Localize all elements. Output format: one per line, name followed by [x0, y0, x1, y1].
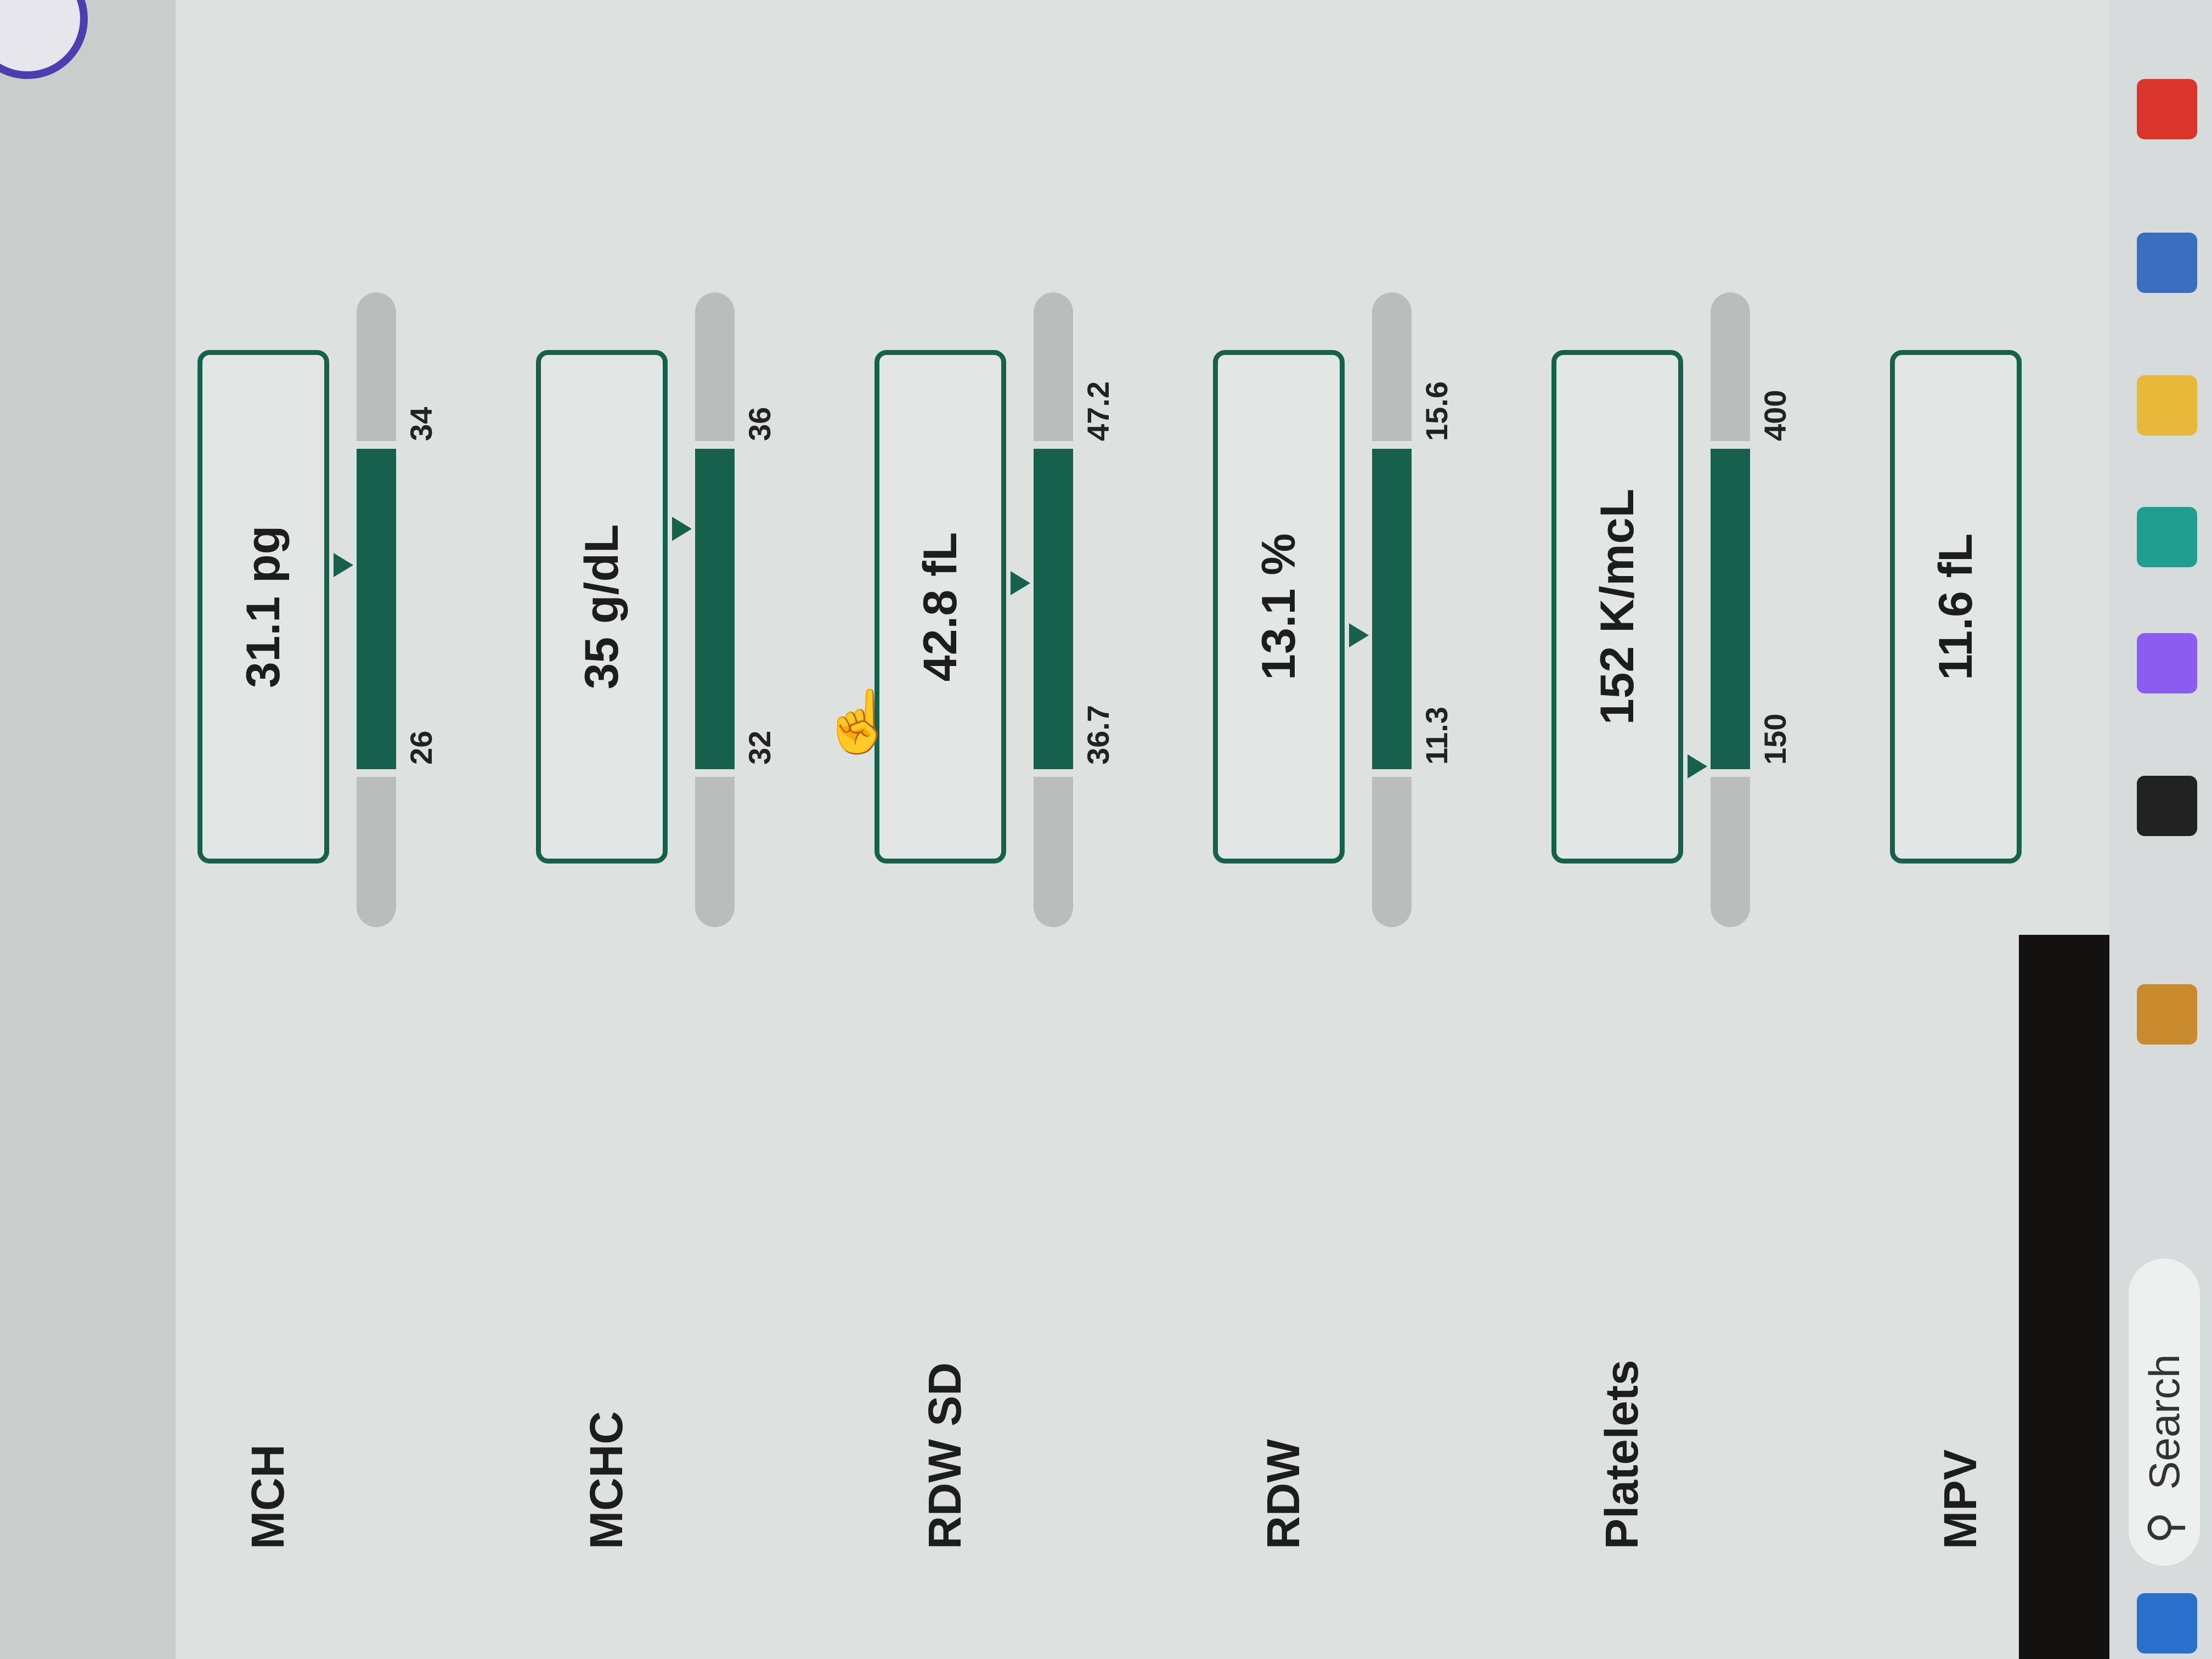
range-low-label: 36.7 [1081, 705, 1115, 765]
result-label: Platelets [1596, 1359, 1647, 1549]
value-marker-icon [334, 552, 353, 577]
range-divider [1372, 441, 1412, 449]
range-high-label: 47.2 [1081, 381, 1115, 441]
result-value-box[interactable]: 35 g/dL [536, 350, 668, 864]
result-label: RDW SD [919, 1362, 970, 1549]
range-divider [357, 769, 396, 777]
result-row: RDW 13.1 % 11.3 15.6 [1213, 0, 1520, 1659]
result-row: Platelets 152 K/mcL 150 400 [1551, 0, 1859, 1659]
range-divider [1034, 441, 1073, 449]
value-marker-icon [1349, 623, 1369, 647]
range-divider [1034, 769, 1073, 777]
result-row: MCHC 35 g/dL 32 36 [536, 0, 843, 1659]
result-value-box[interactable]: 11.6 fL [1890, 350, 2022, 864]
folder-icon[interactable] [2137, 375, 2197, 436]
result-row: RDW SD 42.8 fL 36.7 47.2 [874, 0, 1182, 1659]
range-divider [357, 441, 396, 449]
range-high-label: 15.6 [1419, 381, 1454, 441]
value-marker-icon [1011, 571, 1030, 595]
copilot-icon[interactable] [2137, 633, 2197, 693]
normal-range-segment [357, 449, 396, 769]
result-label: MPV [1934, 1449, 1986, 1549]
briefcase-icon[interactable] [2137, 984, 2197, 1045]
header-band [0, 0, 176, 1659]
search-label: Search [2140, 1354, 2188, 1490]
normal-range-segment [1372, 449, 1412, 769]
range-divider [695, 769, 735, 777]
range-low-label: 26 [404, 730, 438, 765]
result-row: MCH 31.1 pg 26 34 [198, 0, 505, 1659]
l-app-icon[interactable] [2137, 79, 2197, 139]
normal-range-segment [695, 449, 735, 769]
result-value-box[interactable]: 13.1 % [1213, 350, 1345, 864]
hand-cursor-icon: ☝ [821, 688, 896, 756]
result-value-box[interactable]: 31.1 pg [198, 350, 329, 864]
range-high-label: 34 [404, 407, 438, 441]
terminal-icon[interactable] [2137, 776, 2197, 836]
screen-obstruction [2019, 935, 2109, 1659]
range-high-label: 400 [1758, 390, 1792, 441]
range-divider [1372, 769, 1412, 777]
range-divider [695, 441, 735, 449]
taskbar-search[interactable]: ⚲ Search [2129, 1259, 2200, 1566]
search-icon: ⚲ [2140, 1511, 2189, 1544]
range-low-label: 150 [1758, 713, 1792, 765]
normal-range-segment [1711, 449, 1750, 769]
start-icon[interactable] [2137, 1593, 2197, 1654]
range-divider [1711, 769, 1750, 777]
result-value-box[interactable]: 152 K/mcL [1551, 350, 1683, 864]
store-icon[interactable] [2137, 233, 2197, 293]
range-low-label: 11.3 [1419, 707, 1454, 765]
edge-icon[interactable] [2137, 507, 2197, 567]
range-low-label: 32 [742, 730, 777, 765]
value-marker-icon [1688, 754, 1707, 779]
result-value-box[interactable]: 42.8 fL [874, 350, 1006, 864]
result-label: MCH [242, 1444, 294, 1549]
value-marker-icon [672, 517, 692, 541]
normal-range-segment [1034, 449, 1073, 769]
range-high-label: 36 [742, 407, 777, 441]
result-label: RDW [1257, 1439, 1309, 1549]
range-divider [1711, 441, 1750, 449]
result-label: MCHC [580, 1411, 632, 1549]
